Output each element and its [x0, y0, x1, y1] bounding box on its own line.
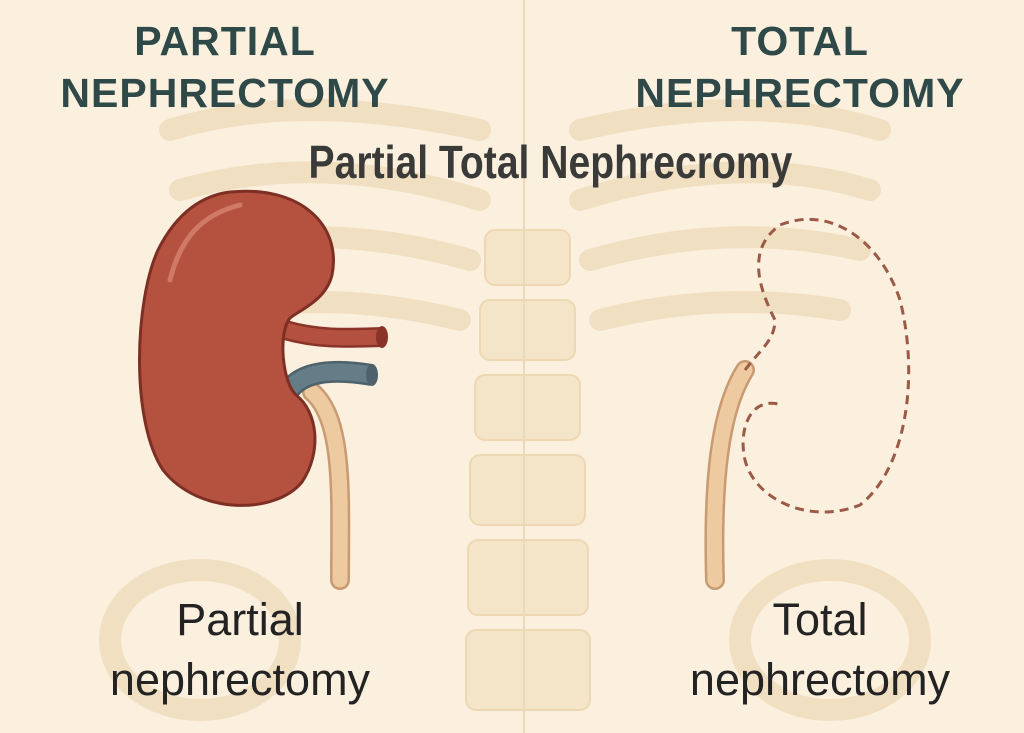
left-label: Partial nephrectomy	[40, 590, 440, 710]
dashed-kidney-outline	[741, 217, 911, 514]
right-label-line2: nephrectomy	[689, 654, 951, 705]
kidney-shape	[138, 189, 335, 507]
right-label: Total nephrectomy	[620, 590, 1020, 710]
right-heading-line2: NEPHRECTOMY	[635, 70, 965, 116]
left-heading: PARTIAL NEPHRECTOMY	[20, 15, 430, 119]
right-label-line1: Total	[772, 594, 868, 645]
spine	[465, 229, 591, 711]
left-heading-line1: PARTIAL	[134, 18, 316, 64]
left-label-line2: nephrectomy	[109, 654, 371, 705]
right-heading-line1: TOTAL	[731, 18, 869, 64]
right-heading: TOTAL NEPHRECTOMY	[600, 15, 1000, 119]
left-heading-line2: NEPHRECTOMY	[60, 70, 390, 116]
right-kidney-removed	[704, 217, 911, 590]
skeleton-background	[99, 99, 931, 721]
left-kidney	[138, 189, 388, 590]
center-title: Partial Total Nephrecromy	[308, 136, 793, 188]
left-label-line1: Partial	[176, 594, 304, 645]
